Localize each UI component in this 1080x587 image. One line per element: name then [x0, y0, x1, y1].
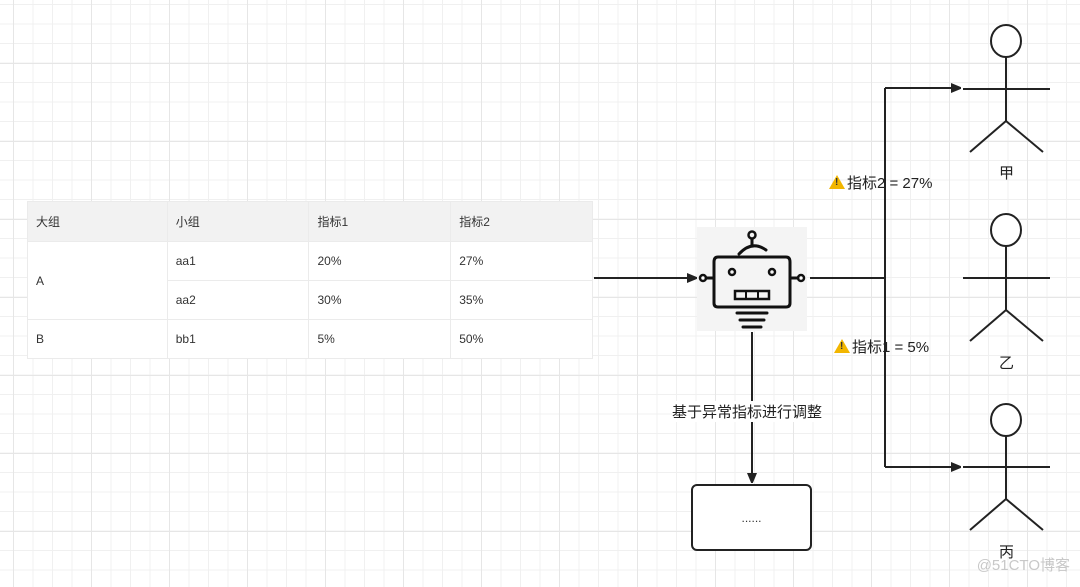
metrics-table: 大组 小组 指标1 指标2 A aa1 20% 27% aa2 30% 35% … — [27, 201, 593, 359]
cell-metric2: 27% — [450, 241, 593, 281]
cell-subgroup: aa1 — [166, 241, 310, 281]
cell-group: B — [27, 319, 168, 359]
table-header-row: 大组 小组 指标1 指标2 — [27, 201, 593, 242]
actor-jia-figure — [963, 24, 1050, 153]
cell-subgroup: aa2 — [166, 280, 310, 320]
actor-name-yi: 乙 — [999, 355, 1015, 372]
actor-yi-figure — [963, 213, 1050, 342]
actor-name-bing: 丙 — [999, 544, 1015, 561]
adjust-label: 基于异常指标进行调整 — [672, 401, 823, 422]
warning-icon — [829, 175, 845, 189]
cell-metric1: 5% — [308, 319, 452, 359]
header-group: 大组 — [27, 201, 168, 242]
watermark: @51CTO博客 — [976, 557, 1070, 574]
robot-icon — [698, 230, 806, 329]
warning-icon — [834, 339, 850, 353]
table-row: B bb1 5% 50% — [27, 319, 593, 359]
result-box-label: ...... — [741, 510, 762, 525]
header-metric1: 指标1 — [308, 201, 452, 242]
result-box: ...... — [691, 484, 812, 551]
header-metric2: 指标2 — [450, 201, 593, 242]
header-subgroup: 小组 — [166, 201, 310, 242]
cell-metric2: 50% — [450, 319, 593, 359]
cell-group: A — [27, 241, 168, 320]
cell-subgroup: bb1 — [166, 319, 310, 359]
cell-metric1: 30% — [308, 280, 452, 320]
alert-label-top: 指标2 = 27% — [829, 172, 932, 193]
actor-name-jia: 甲 — [999, 165, 1015, 182]
alert-label-bottom: 指标1 = 5% — [834, 336, 929, 357]
actor-bing-figure — [963, 403, 1050, 531]
